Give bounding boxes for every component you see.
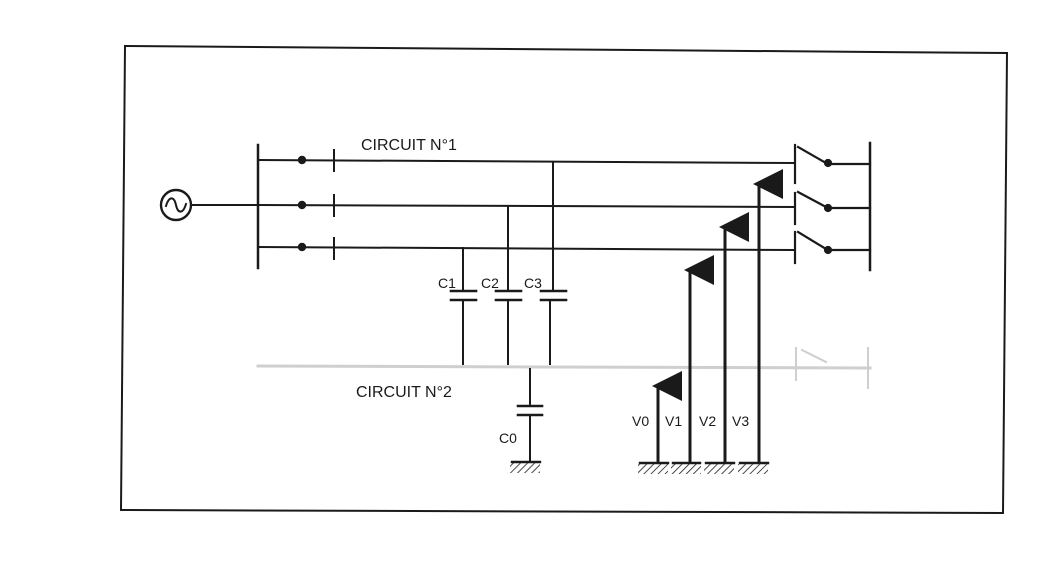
- circuit-2-label: CIRCUIT N°2: [356, 384, 452, 401]
- line-junctions: [297, 149, 335, 260]
- voltage-arrow-v0: [638, 371, 682, 474]
- voltage-label-v2: V2: [699, 413, 716, 429]
- diagram-frame: [119, 44, 1009, 515]
- voltage-arrow-v3: [738, 169, 783, 474]
- breaker-switches: [793, 143, 872, 265]
- phase-line-3: [256, 245, 797, 252]
- voltage-label-v1: V1: [665, 413, 682, 429]
- voltage-arrow-v1: [671, 255, 714, 474]
- phase-line-2: [256, 203, 797, 209]
- voltage-arrow-v2: [704, 212, 749, 474]
- circuit-2-line: [256, 364, 872, 370]
- voltage-label-v3: V3: [732, 413, 749, 429]
- capacitor-label-c3: C3: [524, 275, 542, 291]
- capacitor-c0: [516, 404, 544, 417]
- phase-line-1: [256, 158, 797, 165]
- ground-c0-icon: [510, 463, 540, 473]
- capacitor-label-c1: C1: [438, 275, 456, 291]
- capacitor-label-c0: C0: [499, 430, 517, 446]
- capacitor-c1: [449, 289, 478, 302]
- voltage-label-v0: V0: [632, 413, 649, 429]
- capacitor-label-c2: C2: [481, 275, 499, 291]
- circuit-1-label: CIRCUIT N°1: [361, 137, 457, 154]
- ac-source-icon: [159, 188, 259, 222]
- capacitor-c2: [494, 289, 523, 302]
- capacitor-c3: [539, 289, 568, 302]
